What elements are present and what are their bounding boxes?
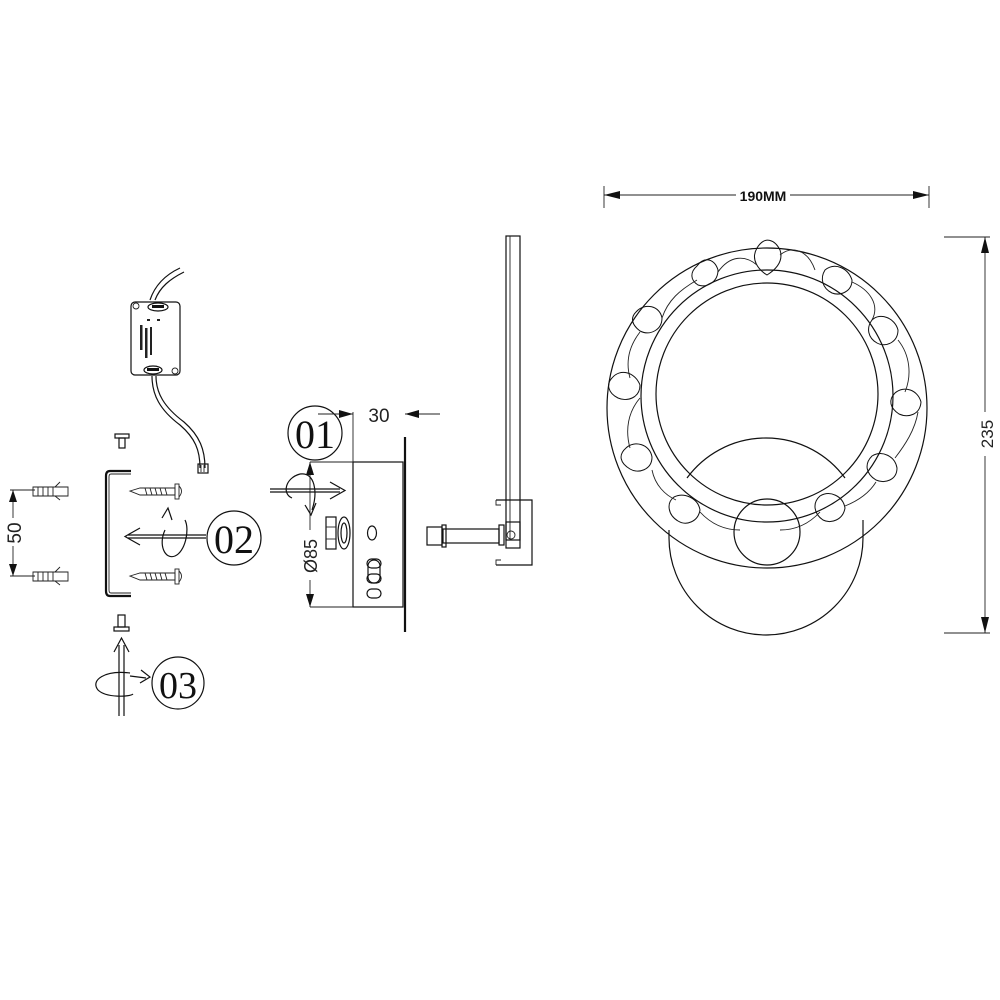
dimension-base-diameter: Ø85	[300, 461, 353, 608]
led-driver	[130, 267, 209, 474]
dimension-anchor-spacing: 50	[2, 489, 35, 577]
mounting-base	[352, 437, 407, 632]
decorative-crystal-petals	[608, 239, 922, 524]
wood-screw-icon-bottom	[128, 568, 182, 585]
wall-anchor-icon-top	[32, 481, 69, 501]
step-01-badge: 01	[287, 405, 343, 461]
mounting-bracket	[104, 469, 131, 598]
step-02-label: 02	[214, 517, 254, 562]
lamp-front-view	[606, 239, 928, 636]
decorative-ribbon-loops	[627, 249, 919, 531]
step-03-arrows	[95, 636, 152, 716]
step-03-badge: 03	[151, 656, 205, 710]
step-02-arrows	[123, 506, 206, 558]
dimension-width: 190MM	[603, 184, 930, 208]
step-01-arrows	[270, 473, 347, 517]
step-01-label: 01	[295, 412, 335, 457]
dimension-diameter-label: Ø85	[301, 539, 321, 573]
lamp-side-view	[426, 235, 533, 566]
wood-screw-icon-top	[128, 483, 182, 500]
step-02-badge: 02	[206, 510, 262, 566]
wall-anchor-icon-bottom	[32, 566, 69, 586]
dimension-235-label: 235	[978, 420, 997, 448]
dimension-height: 235	[944, 236, 997, 634]
dimension-190mm-label: 190MM	[740, 188, 787, 204]
nut-and-washer	[325, 516, 351, 550]
bottom-locking-screw-icon	[113, 614, 130, 632]
top-small-screw-icon	[114, 433, 130, 449]
dimension-base-depth: 30	[318, 406, 440, 462]
dimension-50-label: 50	[5, 522, 26, 543]
dimension-30-label: 30	[368, 406, 389, 427]
driver-label-text	[140, 319, 160, 358]
step-03-label: 03	[159, 665, 197, 707]
